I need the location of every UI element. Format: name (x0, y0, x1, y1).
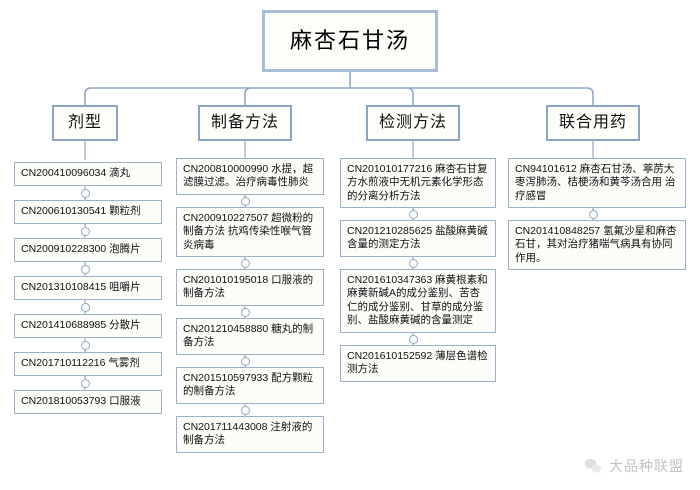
patent-item-text: CN201010195018 口服液的制备方法 (183, 274, 314, 300)
connector-dot (240, 258, 250, 268)
patent-item[interactable]: CN201410688985 分散片 (14, 314, 162, 338)
patent-item-text: CN201210458880 糖丸的制备方法 (183, 323, 314, 349)
patent-item-text: CN201410848257 氢氟沙星和麻杏石甘，其对治疗猪喘气病具有协同作用。 (515, 225, 677, 264)
patent-item-text: CN201810053793 口服液 (21, 395, 141, 408)
category-label: 制备方法 (210, 113, 279, 131)
patent-item-text: CN94101612 麻杏石甘汤、葶苈大枣泻肺汤、桔梗汤和黄芩汤合用 治疗感冒 (515, 163, 676, 202)
patent-item-text: CN201610347363 麻黄根素和麻黄新碱A的成分鉴别、苦杏仁的成分鉴别、… (347, 274, 488, 327)
connector-dot (80, 302, 90, 312)
patent-item[interactable]: CN94101612 麻杏石甘汤、葶苈大枣泻肺汤、桔梗汤和黄芩汤合用 治疗感冒 (508, 158, 686, 209)
category-node-3[interactable]: 联合用药 (546, 105, 640, 141)
wechat-icon (584, 458, 602, 474)
patent-item-text: CN200610130541 颗粒剂 (21, 205, 141, 218)
patent-item[interactable]: CN201310108415 咀嚼片 (14, 276, 162, 300)
patent-item-text: CN201410688985 分散片 (21, 319, 141, 332)
connector-dot (408, 334, 418, 344)
patent-item-text: CN200810000990 水提，超滤膜过滤。治疗病毒性肺炎 (183, 163, 314, 189)
patent-item[interactable]: CN200610130541 颗粒剂 (14, 200, 162, 224)
connector-dot (240, 356, 250, 366)
patent-item-text: CN201310108415 咀嚼片 (21, 281, 141, 294)
connector-dot (80, 188, 90, 198)
patent-item[interactable]: CN201210285625 盐酸麻黄碱含量的测定方法 (340, 220, 496, 257)
patent-item[interactable]: CN201010195018 口服液的制备方法 (176, 269, 324, 306)
connector-dot (240, 405, 250, 415)
category-node-0[interactable]: 剂型 (52, 105, 118, 141)
root-node[interactable]: 麻杏石甘汤 (262, 10, 438, 72)
connector-dot (588, 209, 598, 219)
category-label: 联合用药 (558, 113, 627, 131)
patent-item[interactable]: CN201810053793 口服液 (14, 390, 162, 414)
patent-item-text: CN201711443008 注射液的制备方法 (183, 421, 313, 447)
patent-item[interactable]: CN201010177216 麻杏石甘复方水煎液中无机元素化学形态的分离分析方法 (340, 158, 496, 209)
patent-item[interactable]: CN201610152592 薄层色谱检测方法 (340, 345, 496, 382)
patent-item[interactable]: CN201711443008 注射液的制备方法 (176, 416, 324, 453)
patent-item-text: CN201710112216 气雾剂 (21, 357, 140, 370)
patent-item[interactable]: CN200810000990 水提，超滤膜过滤。治疗病毒性肺炎 (176, 158, 324, 195)
patent-item[interactable]: CN200910227507 超微粉的制备方法 抗鸡传染性喉气管炎病毒 (176, 207, 324, 258)
patent-item-text: CN201210285625 盐酸麻黄碱含量的测定方法 (347, 225, 488, 251)
patent-item[interactable]: CN201210458880 糖丸的制备方法 (176, 318, 324, 355)
connector-dot (80, 226, 90, 236)
patent-item[interactable]: CN201710112216 气雾剂 (14, 352, 162, 376)
connector-dot (240, 196, 250, 206)
patent-item-text: CN201010177216 麻杏石甘复方水煎液中无机元素化学形态的分离分析方法 (347, 163, 488, 202)
patent-item-text: CN200410096034 滴丸 (21, 167, 131, 180)
patent-item[interactable]: CN201610347363 麻黄根素和麻黄新碱A的成分鉴别、苦杏仁的成分鉴别、… (340, 269, 496, 333)
category-node-1[interactable]: 制备方法 (198, 105, 292, 141)
watermark: 大品种联盟 (583, 456, 684, 476)
connector-dot (240, 307, 250, 317)
connector-dot (80, 340, 90, 350)
patent-item-text: CN200910228300 泡腾片 (21, 243, 141, 256)
watermark-label: 大品种联盟 (609, 458, 684, 474)
connector-dot (408, 258, 418, 268)
category-label: 检测方法 (378, 113, 447, 131)
connector-dot (80, 264, 90, 274)
patent-item-text: CN200910227507 超微粉的制备方法 抗鸡传染性喉气管炎病毒 (183, 212, 314, 251)
category-node-2[interactable]: 检测方法 (366, 105, 460, 141)
patent-item-text: CN201510597933 配方颗粒的制备方法 (183, 372, 314, 398)
patent-item[interactable]: CN201510597933 配方颗粒的制备方法 (176, 367, 324, 404)
connector-dot (408, 209, 418, 219)
connector-dot (80, 378, 90, 388)
patent-item-text: CN201610152592 薄层色谱检测方法 (347, 350, 488, 376)
patent-item[interactable]: CN200910228300 泡腾片 (14, 238, 162, 262)
patent-item[interactable]: CN200410096034 滴丸 (14, 162, 162, 186)
root-label: 麻杏石甘汤 (289, 27, 410, 53)
patent-item[interactable]: CN201410848257 氢氟沙星和麻杏石甘，其对治疗猪喘气病具有协同作用。 (508, 220, 686, 271)
category-label: 剂型 (67, 113, 102, 131)
